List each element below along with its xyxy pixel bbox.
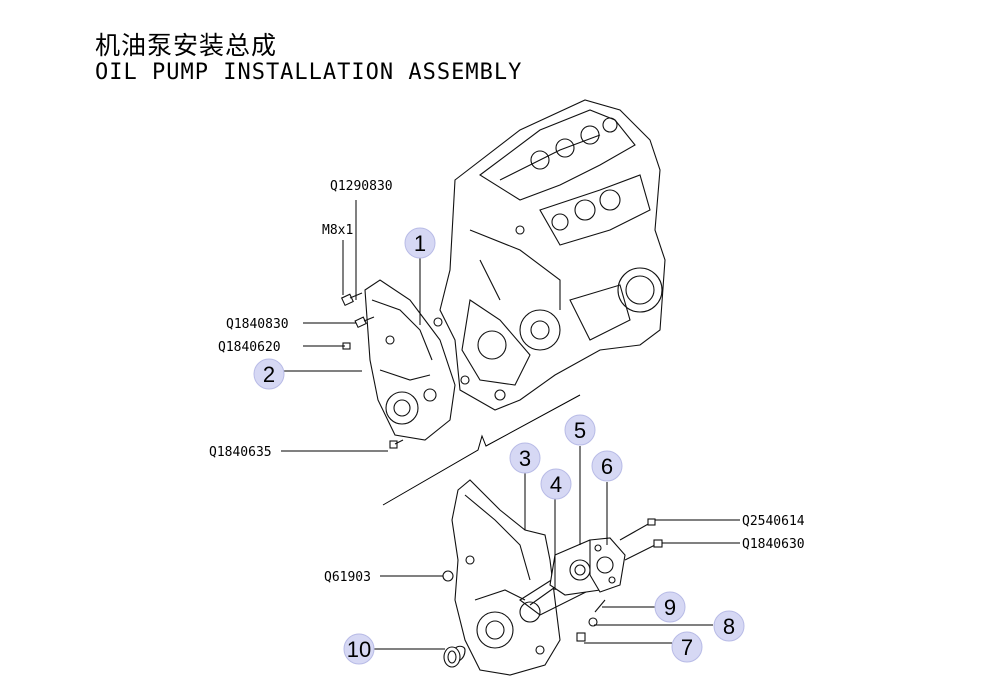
callout-10: 10 (343, 633, 375, 665)
callout-7-number: 7 (681, 635, 693, 660)
bolts-upper (340, 292, 404, 449)
callout-7: 7 (671, 631, 703, 663)
callout-3-number: 3 (519, 446, 531, 471)
callout-3: 3 (509, 442, 541, 474)
callout-4: 4 (540, 468, 572, 500)
engine-block-drawing (439, 99, 666, 411)
label-q1290830: Q1290830 (330, 179, 393, 194)
label-q1840635: Q1840635 (209, 445, 272, 460)
callout-4-number: 4 (550, 472, 562, 497)
oil-seal-drawing (443, 646, 461, 668)
label-q1840630: Q1840630 (742, 537, 805, 552)
timing-cover-upper-drawing (364, 279, 456, 441)
label-m8x1: M8x1 (322, 223, 353, 238)
label-q2540614: Q2540614 (742, 514, 805, 529)
callout-1: 1 (404, 227, 436, 259)
oil-pump-parts-drawing (519, 537, 626, 616)
separator-line (382, 394, 581, 506)
callout-2: 2 (253, 358, 285, 390)
callout-5-number: 5 (574, 418, 586, 443)
callout-6: 6 (591, 450, 623, 482)
callout-9-number: 9 (664, 595, 676, 620)
timing-cover-lower-drawing (449, 479, 561, 676)
bolts-lower-right (576, 518, 663, 642)
title-chinese: 机油泵安装总成 (95, 31, 278, 60)
callout-2-number: 2 (263, 362, 275, 387)
callout-8: 8 (713, 610, 745, 642)
title-english: OIL PUMP INSTALLATION ASSEMBLY (95, 60, 523, 85)
label-q1840620: Q1840620 (218, 340, 281, 355)
callout-10-number: 10 (347, 637, 371, 662)
callout-8-number: 8 (723, 614, 735, 639)
callout-5: 5 (564, 414, 596, 446)
label-q1840830: Q1840830 (226, 317, 289, 332)
callout-9: 9 (654, 591, 686, 623)
nut-q61903 (442, 570, 454, 582)
callout-6-number: 6 (601, 454, 613, 479)
label-q61903: Q61903 (324, 570, 371, 585)
callout-1-number: 1 (414, 231, 426, 256)
